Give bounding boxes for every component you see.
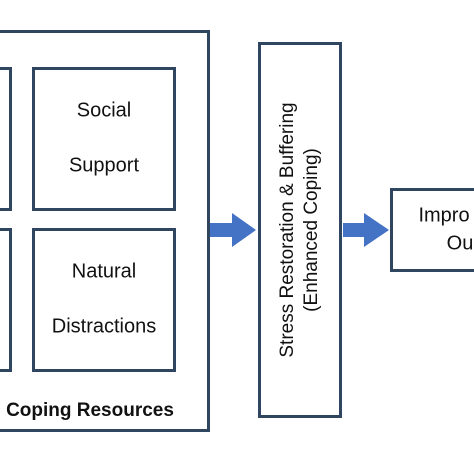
coping-resource-box-top-left [0,67,12,211]
arrow-to-stress-restoration [210,213,256,247]
arrow-to-improved-outcomes [343,213,389,247]
stress-restoration-box [258,42,342,418]
social-support-box [32,67,176,211]
coping-resources-label: Coping Resources [6,400,174,421]
social-support-line-2: Support [68,154,140,177]
coping-resource-box-bottom-left [0,228,12,372]
natural-distractions-box [32,228,176,372]
social-support-line-1: Social [76,99,132,122]
natural-distractions-line-2: Distractions [51,315,157,338]
improved-outcomes-line-1: Impro [418,204,470,227]
improved-outcomes-line-2: Ou [446,232,474,255]
improved-outcomes-box [390,188,474,272]
natural-distractions-line-1: Natural [71,260,137,283]
